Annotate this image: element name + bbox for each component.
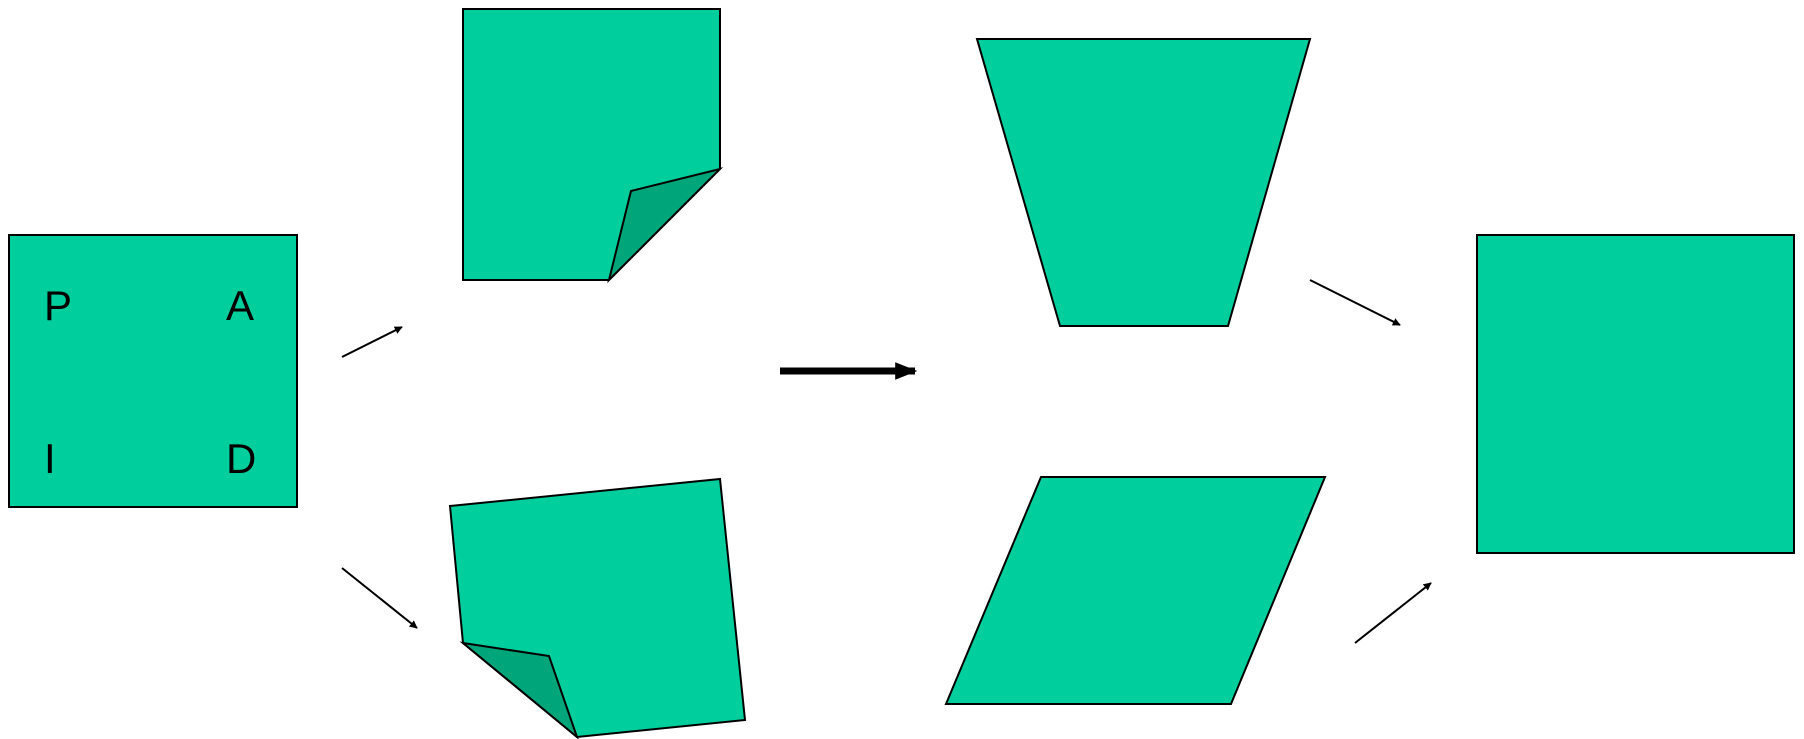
letter-p: P <box>44 282 72 329</box>
arrow-to-rotated-page <box>342 568 417 628</box>
letter-a: A <box>226 282 254 329</box>
rotated-folded-page <box>450 479 745 737</box>
arrow-parallelogram-to-result <box>1355 583 1431 643</box>
arrow-trapezoid-to-result <box>1310 280 1400 325</box>
result-square <box>1477 235 1794 553</box>
trapezoid-shape <box>977 39 1310 326</box>
rotated-page-shape <box>450 479 745 737</box>
letter-i: I <box>44 435 56 482</box>
folded-page <box>463 9 720 280</box>
source-square: P A I D <box>9 235 297 507</box>
letter-d: D <box>226 435 256 482</box>
parallelogram-shape <box>946 477 1325 704</box>
folded-page-shape <box>463 9 720 280</box>
arrow-to-folded-page <box>342 327 402 357</box>
